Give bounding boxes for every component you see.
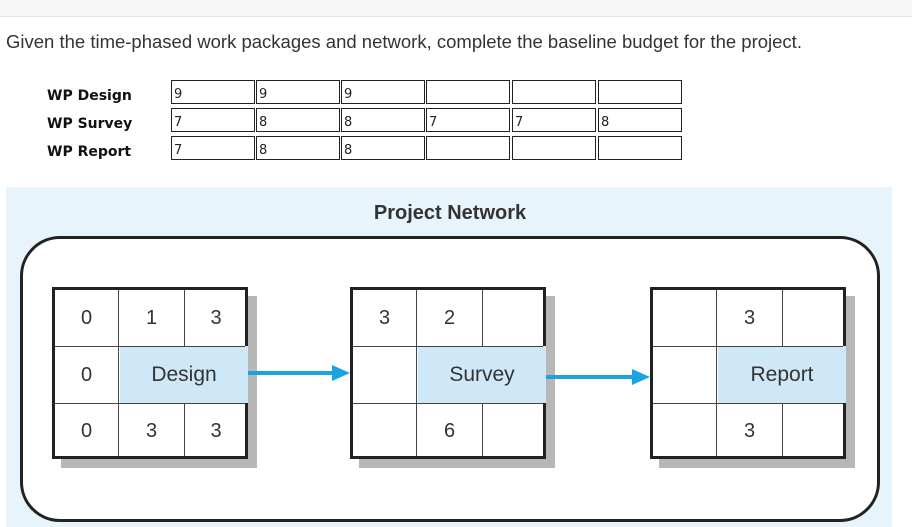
divider: [184, 403, 185, 456]
budget-cell[interactable]: [598, 80, 682, 104]
node-value: [353, 347, 416, 403]
divider: [118, 290, 119, 456]
budget-cell[interactable]: [426, 136, 510, 160]
activity-name-survey: Survey: [418, 346, 546, 403]
wp-label-report: WP Report: [47, 144, 132, 160]
arrow-design-to-survey: [248, 365, 350, 381]
budget-cell[interactable]: 7: [512, 108, 596, 132]
divider: [353, 403, 543, 404]
node-value: [783, 290, 845, 346]
budget-cell[interactable]: [512, 136, 596, 160]
divider: [653, 403, 843, 404]
network-title: Project Network: [373, 202, 527, 224]
budget-cell[interactable]: 7: [171, 136, 255, 160]
divider: [482, 403, 483, 456]
budget-cell[interactable]: 8: [341, 136, 425, 160]
node-value: 0: [80, 363, 93, 386]
activity-name-report: Report: [718, 346, 846, 403]
activity-name-design: Design: [120, 346, 248, 403]
node-value: 1: [145, 306, 158, 329]
node-value: [483, 404, 545, 458]
budget-cell[interactable]: 9: [341, 80, 425, 104]
divider: [55, 346, 245, 347]
node-value: 6: [443, 419, 456, 442]
node-box: Report 3 3: [650, 287, 846, 459]
divider: [782, 290, 783, 346]
top-bar: [0, 0, 912, 17]
node-value: 0: [80, 419, 93, 442]
node-value: 3: [210, 419, 222, 442]
node-value: [653, 290, 716, 346]
wp-label-design: WP Design: [47, 88, 132, 104]
divider: [184, 290, 185, 346]
divider: [353, 346, 543, 347]
divider: [482, 290, 483, 346]
node-value: 3: [210, 306, 222, 329]
node-box: Survey 3 2 6: [350, 287, 546, 459]
wp-label-survey: WP Survey: [47, 116, 133, 132]
budget-cell[interactable]: 8: [341, 108, 425, 132]
question-text: Given the time-phased work packages and …: [6, 31, 802, 52]
arrow-survey-to-report: [546, 369, 650, 385]
node-report: Report 3 3: [650, 287, 855, 468]
divider: [653, 346, 843, 347]
node-value: 3: [378, 306, 391, 329]
node-value: [653, 404, 716, 458]
budget-cell[interactable]: 8: [256, 108, 340, 132]
divider: [55, 403, 245, 404]
node-value: [353, 404, 416, 458]
divider: [716, 290, 717, 456]
budget-cell[interactable]: 9: [171, 80, 255, 104]
node-value: 3: [145, 419, 158, 442]
node-value: [783, 404, 845, 458]
budget-cell[interactable]: 8: [256, 136, 340, 160]
budget-cell[interactable]: 7: [426, 108, 510, 132]
budget-cell[interactable]: 7: [171, 108, 255, 132]
divider: [416, 290, 417, 456]
budget-cell[interactable]: 9: [256, 80, 340, 104]
budget-cell[interactable]: [512, 80, 596, 104]
node-value: 0: [80, 306, 93, 329]
node-value: 3: [743, 306, 756, 329]
budget-cell[interactable]: [598, 136, 682, 160]
node-box: Design 0 0 0 1 3 3 3: [52, 287, 248, 459]
node-value: 3: [743, 419, 756, 442]
node-design: Design 0 0 0 1 3 3 3: [52, 287, 257, 468]
node-survey: Survey 3 2 6: [350, 287, 555, 468]
node-value: [483, 290, 545, 346]
node-value: 2: [443, 306, 456, 329]
budget-cell[interactable]: 8: [598, 108, 682, 132]
budget-cell[interactable]: [426, 80, 510, 104]
divider: [782, 403, 783, 456]
node-value: [653, 347, 716, 403]
